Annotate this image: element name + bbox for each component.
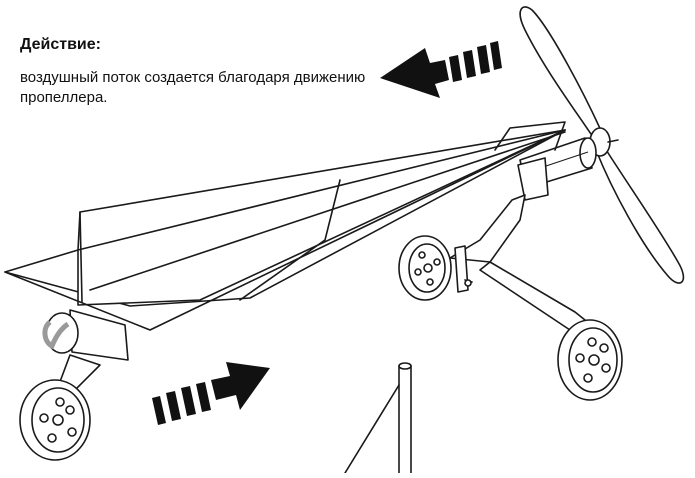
wheel-front-right [557, 319, 623, 401]
motor-mount [449, 157, 549, 263]
stand [344, 362, 412, 474]
caption: Действие: воздушный поток создается благ… [20, 36, 380, 108]
airflow-arrow-incoming [380, 41, 502, 98]
wheel-rear [19, 379, 91, 461]
caption-title: Действие: [20, 36, 101, 53]
airflow-arrow-outgoing [152, 362, 270, 425]
front-landing-gear [454, 245, 586, 331]
paper-airplane [4, 121, 566, 331]
caption-text: воздушный поток создается благодаря движ… [20, 69, 366, 106]
wheel-front-left [398, 235, 452, 301]
propeller [519, 6, 685, 284]
